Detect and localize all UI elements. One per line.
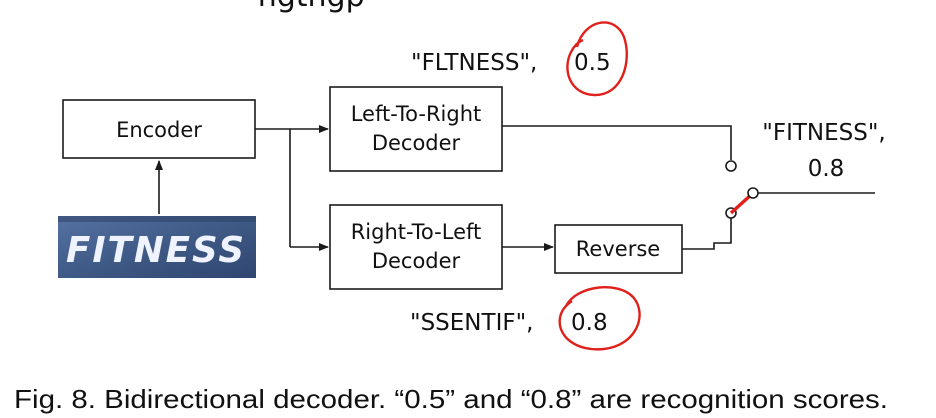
encoder-label: Encoder — [116, 118, 202, 142]
reverse-label: Reverse — [576, 237, 660, 261]
rtl-decoder-line1: Right-To-Left — [351, 220, 482, 244]
cropped-top-text: •ngthgp• — [240, 0, 382, 14]
switch-top-contact — [725, 160, 737, 172]
ltr-decoder-line1: Left-To-Right — [351, 102, 482, 126]
switch-pivot — [747, 187, 759, 199]
input-image-background — [58, 216, 256, 278]
encoder-block: Encoder — [62, 99, 256, 159]
reverse-output-wire — [682, 218, 732, 250]
final-output-line1: "FITNESS", — [762, 120, 885, 146]
ltr-output-text: "FLTNESS", — [411, 50, 537, 76]
ltr-output-wire — [502, 125, 732, 160]
rtl-decoder-box — [329, 204, 503, 290]
ltr-decoder-box — [329, 86, 503, 172]
reverse-block: Reverse — [554, 224, 683, 274]
rtl-output-text: "SSENTIF", — [410, 310, 533, 336]
rtl-output-label: "SSENTIF", 0.8 — [410, 286, 641, 351]
rtl-decoder-block: Right-To-Left Decoder — [329, 204, 503, 290]
ltr-output-score: 0.5 — [574, 50, 611, 76]
rtl-decoder-line2: Decoder — [372, 249, 461, 273]
ltr-output-label: "FLTNESS", 0.5 — [411, 21, 628, 97]
final-output-label: "FITNESS", 0.8 — [762, 120, 885, 182]
ltr-decoder-block: Left-To-Right Decoder — [329, 86, 503, 172]
figure-caption: Fig. 8. Bidirectional decoder. “0.5” and… — [14, 384, 888, 414]
reverse-box — [554, 224, 683, 274]
input-word-image: FITNESS — [58, 216, 256, 278]
encoder-box — [62, 99, 256, 159]
final-output-line2: 0.8 — [808, 156, 845, 182]
rtl-score-red-circle — [558, 286, 641, 351]
ltr-decoder-line2: Decoder — [372, 131, 461, 155]
input-image-word: FITNESS — [66, 230, 246, 271]
rtl-output-score: 0.8 — [571, 310, 608, 336]
switch-lever — [729, 192, 754, 215]
ltr-score-red-circle — [566, 21, 628, 97]
